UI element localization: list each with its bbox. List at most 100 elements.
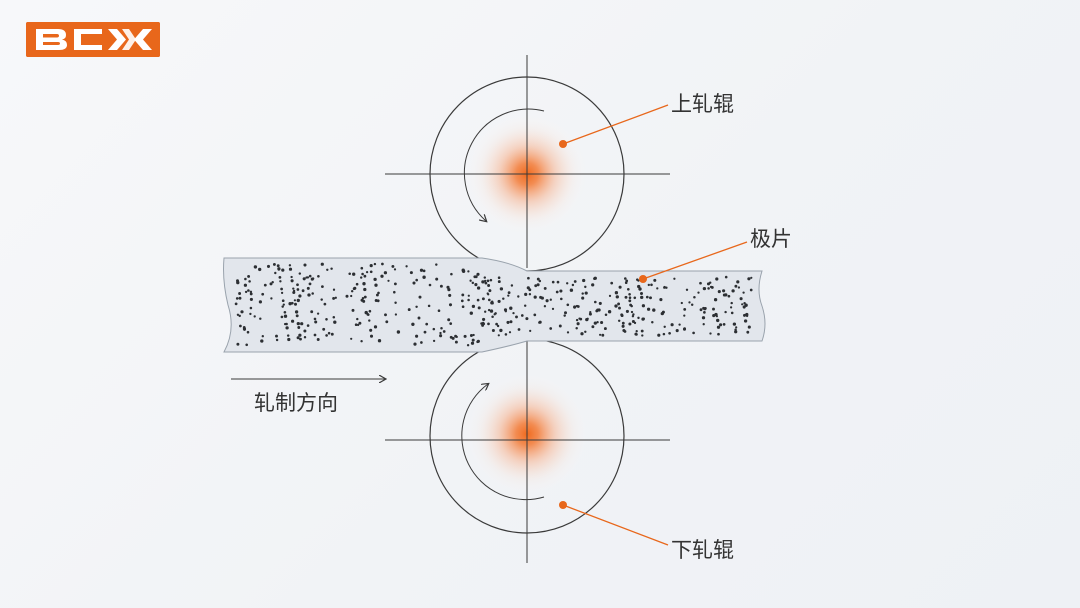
particle-dot [618,285,622,289]
particle-dot [569,288,574,292]
particle-dot [373,262,377,266]
particle-dot [412,281,416,285]
particle-dot [306,286,310,290]
particle-dot [358,321,362,325]
particle-dot [463,334,467,338]
particle-dot [380,274,384,278]
particle-dot [481,321,485,325]
particle-dot [559,289,563,293]
particle-dot [269,282,273,286]
particle-dot [629,303,633,307]
particle-dot [706,282,711,286]
particle-dot [543,286,547,290]
particle-dot [471,304,476,309]
particle-dot [741,303,744,306]
particle-dot [528,293,532,296]
particle-dot [624,295,628,299]
sheet-particles [234,262,753,347]
particle-dot [423,330,427,334]
particle-dot [281,299,285,303]
particle-dot [489,278,493,282]
particle-dot [275,334,278,338]
particle-dot [692,331,695,335]
particle-dot [507,291,511,295]
particle-dot [385,320,389,324]
particle-dot [506,320,510,324]
particle-dot [663,286,666,289]
particle-dot [301,289,305,293]
particle-dot [483,276,486,279]
particle-dot [551,280,555,284]
particle-dot [719,323,723,327]
particle-dot [263,283,267,287]
particle-dot [497,280,501,284]
particle-dot [242,327,247,331]
particle-dot [702,323,705,326]
particle-dot [352,287,356,291]
particle-dot [566,303,570,307]
particle-dot [647,283,650,287]
particle-dot [630,310,634,314]
particle-dot [703,307,707,311]
particle-dot [249,312,252,316]
particle-dot [360,266,364,270]
particle-dot [481,280,485,284]
particle-dot [381,262,384,266]
particle-dot [638,287,642,291]
particle-dot [415,334,419,338]
particle-dot [283,311,287,314]
particle-dot [290,275,293,279]
particle-dot [625,309,629,313]
particle-dot [668,331,671,335]
particle-dot [274,271,277,275]
particle-dot [280,291,284,295]
particle-dot [722,289,726,293]
particle-dot [373,325,378,329]
particle-dot [236,313,240,316]
particle-dot [724,275,728,279]
particle-dot [555,290,559,294]
particle-dot [316,312,320,315]
particle-dot [368,309,372,313]
particle-dot [663,325,666,328]
particle-dot [422,275,426,279]
particle-dot [497,334,500,337]
particle-dot [417,316,421,320]
particle-dot [536,283,540,287]
particle-dot [564,311,567,315]
particle-dot [476,272,480,276]
particle-dot [296,321,300,326]
particle-dot [393,268,397,271]
particle-dot [591,283,595,287]
particle-dot [635,333,638,336]
particle-dot [636,278,639,281]
particle-dot [316,338,320,341]
particle-dot [405,265,408,268]
particle-dot [743,319,748,323]
particle-dot [576,322,580,326]
particle-dot [575,318,579,322]
particle-dot [588,312,592,316]
particle-dot [310,277,314,281]
particle-dot [575,327,578,330]
particle-dot [653,278,657,282]
particle-dot [494,312,497,315]
particle-dot [716,325,721,329]
particle-dot [739,297,743,301]
particle-dot [628,296,632,299]
particle-dot [474,283,478,287]
particle-dot [308,274,312,278]
particle-dot [236,280,240,285]
particle-dot [717,332,720,336]
particle-dot [558,324,562,328]
particle-dot [510,284,514,287]
particle-dot [486,279,490,283]
particle-dot [323,302,327,306]
particle-dot [628,322,632,326]
particle-dot [683,314,686,317]
particle-dot [509,320,513,324]
particle-dot [731,289,735,293]
particle-dot [244,277,247,281]
particle-dot [334,296,337,299]
particle-dot [332,288,336,291]
